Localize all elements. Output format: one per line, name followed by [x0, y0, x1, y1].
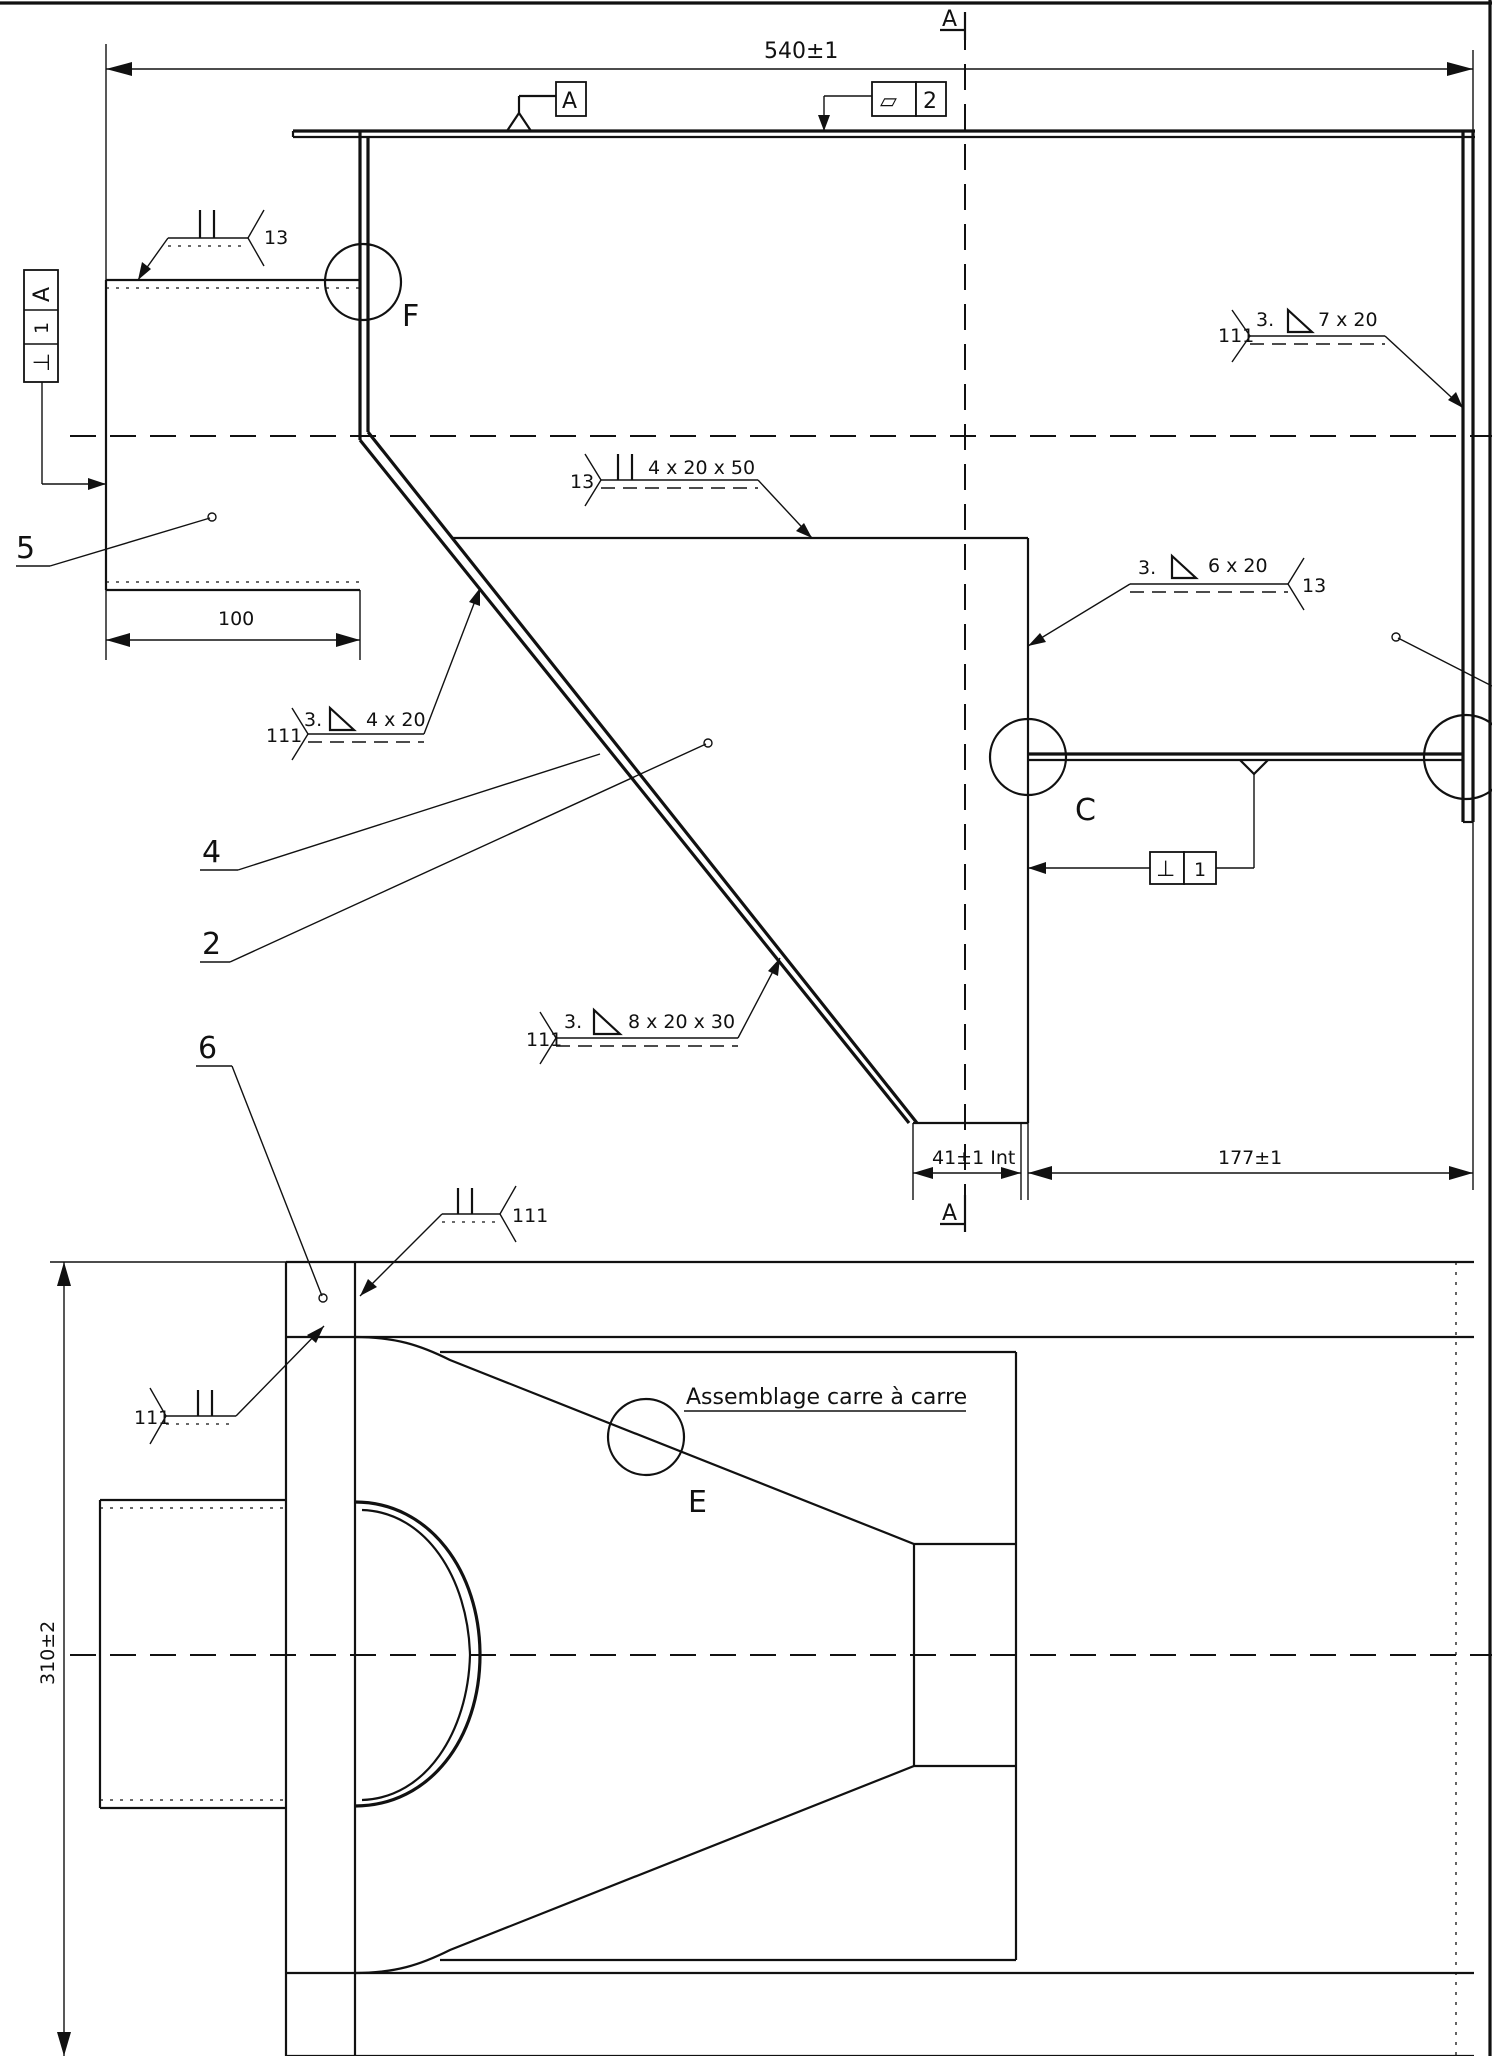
dimension-540-text: 540±1	[764, 39, 838, 64]
detail-label-e: E	[688, 1485, 707, 1520]
perp-left-datum: A	[30, 287, 55, 302]
weld-left-mid-size: 4 x 20	[366, 709, 426, 731]
dimension-41-text: 41±1 Int	[932, 1147, 1015, 1169]
flatness-value: 2	[923, 89, 937, 114]
detail-label-f: F	[402, 299, 419, 334]
part-number-5: 5	[16, 531, 35, 566]
weld-top-left-process: 13	[264, 227, 288, 249]
perp-right-symbol: ⊥	[1156, 857, 1175, 882]
weld-right-upper-size: 7 x 20	[1318, 309, 1378, 331]
part-number-4: 4	[202, 835, 221, 870]
perp-left-symbol: ⊥	[30, 353, 55, 372]
section-marker-bottom: A	[940, 1195, 967, 1232]
detail-circle-right	[1422, 713, 1492, 801]
dimension-overall-length: 540±1	[106, 39, 1473, 76]
flatness-symbol: ▱	[880, 89, 897, 114]
weld-lower-process: 111	[526, 1029, 562, 1051]
weld-symbol-right-upper: 111 3. 7 x 20	[1218, 307, 1464, 409]
weld-left-mid-process: 111	[266, 725, 302, 747]
weld-symbol-right-mid: 3. 6 x 20 13	[1027, 553, 1326, 647]
part-leader-6: 6	[196, 1031, 328, 1303]
weld-right-upper-spec: 3.	[1256, 309, 1274, 331]
detail-circle-e	[606, 1397, 686, 1477]
detail-circle-f	[323, 242, 403, 322]
weld-right-mid-spec: 3.	[1138, 557, 1156, 579]
weld-right-mid-process: 13	[1302, 575, 1326, 597]
weld-symbol-bottom-top: 111	[359, 1185, 548, 1297]
flatness-frame: ▱ 2	[818, 81, 947, 131]
weld-lower-size: 8 x 20 x 30	[628, 1011, 735, 1033]
section-label-top: A	[942, 7, 957, 32]
detail-circle-c	[988, 717, 1068, 797]
weld-symbol-top-left: 13	[137, 209, 288, 281]
dimension-inner-gap: 41±1 Int	[913, 1147, 1021, 1179]
weld-lower-spec: 3.	[564, 1011, 582, 1033]
perpendicularity-frame-right: ⊥ 1	[1028, 759, 1269, 885]
part-leader-right	[1391, 632, 1492, 687]
dimension-right-length: 177±1	[1028, 1147, 1473, 1180]
dimension-height: 310±2	[37, 1262, 71, 2056]
assembly-note-text: Assemblage carre à carre	[686, 1385, 967, 1410]
dimension-100-text: 100	[218, 608, 254, 630]
part-number-2: 2	[202, 927, 221, 962]
weld-center-process: 13	[570, 471, 594, 493]
section-marker-top: A	[940, 7, 967, 40]
dimension-310-text: 310±2	[37, 1621, 59, 1685]
datum-label-a: A	[562, 89, 577, 114]
weld-symbol-lower: 111 3. 8 x 20 x 30	[526, 957, 781, 1065]
part-leader-2: 2	[200, 738, 713, 963]
weld-center-size: 4 x 20 x 50	[648, 457, 755, 479]
dimension-left-width: 100	[106, 608, 360, 647]
weld-left-mid-spec: 3.	[304, 709, 322, 731]
part-leader-4: 4	[200, 753, 601, 871]
weld-symbol-left-mid: 111 3. 4 x 20	[266, 587, 481, 761]
elevation-view	[70, 24, 1492, 1230]
weld-bottom-top-process: 111	[512, 1205, 548, 1227]
part-number-6: 6	[198, 1031, 217, 1066]
perp-left-value: 1	[31, 322, 53, 334]
weld-right-mid-size: 6 x 20	[1208, 555, 1268, 577]
weld-symbol-bottom-left: 111	[134, 1325, 325, 1445]
detail-label-c: C	[1075, 793, 1096, 828]
dimension-177-text: 177±1	[1218, 1147, 1282, 1169]
weld-symbol-center: 13 4 x 20 x 50	[570, 453, 813, 539]
section-label-bottom: A	[942, 1201, 957, 1226]
weld-bottom-left-process: 111	[134, 1407, 170, 1429]
perpendicularity-frame-left: ⊥ 1 A	[23, 269, 106, 490]
datum-frame-top: A	[506, 81, 587, 132]
weld-right-upper-process: 111	[1218, 325, 1254, 347]
part-leader-5: 5	[16, 512, 217, 567]
perp-right-value: 1	[1194, 859, 1206, 881]
plan-view	[50, 1260, 1492, 2056]
assembly-note: Assemblage carre à carre	[684, 1385, 967, 1412]
